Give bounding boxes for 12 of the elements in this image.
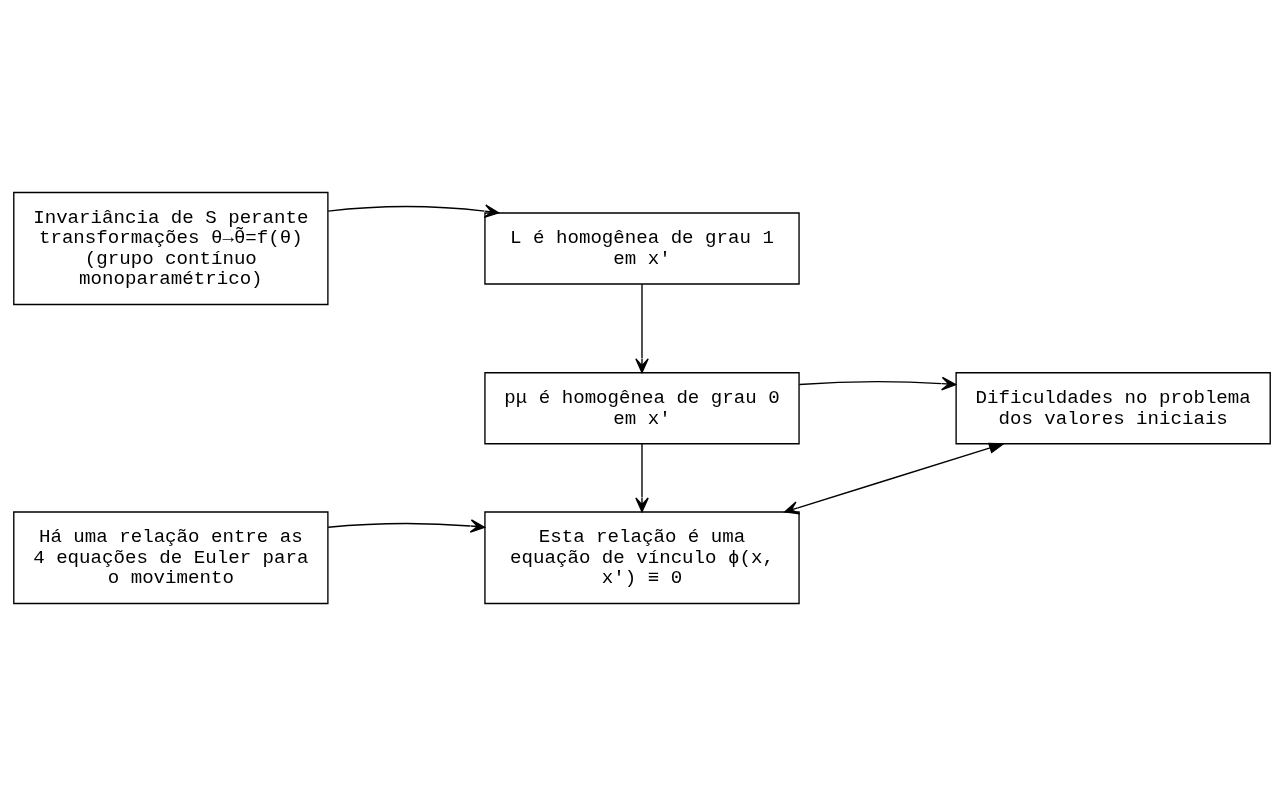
arrow [327, 204, 500, 218]
node-box: Há uma relação entre as 4 equações de Euler para o movimento [13, 511, 329, 605]
node-box: Invariância de S perante transformações θ→θ̃=f(θ) (grupo contínuo monoparamétrico) [13, 191, 329, 306]
arrow [784, 442, 1006, 515]
node-box: L é homogênea de grau 1 em x' [484, 212, 800, 285]
node-box: Esta relação é uma equação de vínculo ϕ(x, x') ≡ 0 [484, 511, 800, 605]
arrow [635, 443, 649, 513]
node-box: pμ é homogênea de grau 0 em x' [484, 372, 800, 445]
node-box: Dificuldades no problema dos valores iniciais [955, 372, 1271, 445]
arrow [635, 283, 649, 374]
arrow [798, 376, 957, 391]
arrow [327, 519, 486, 533]
